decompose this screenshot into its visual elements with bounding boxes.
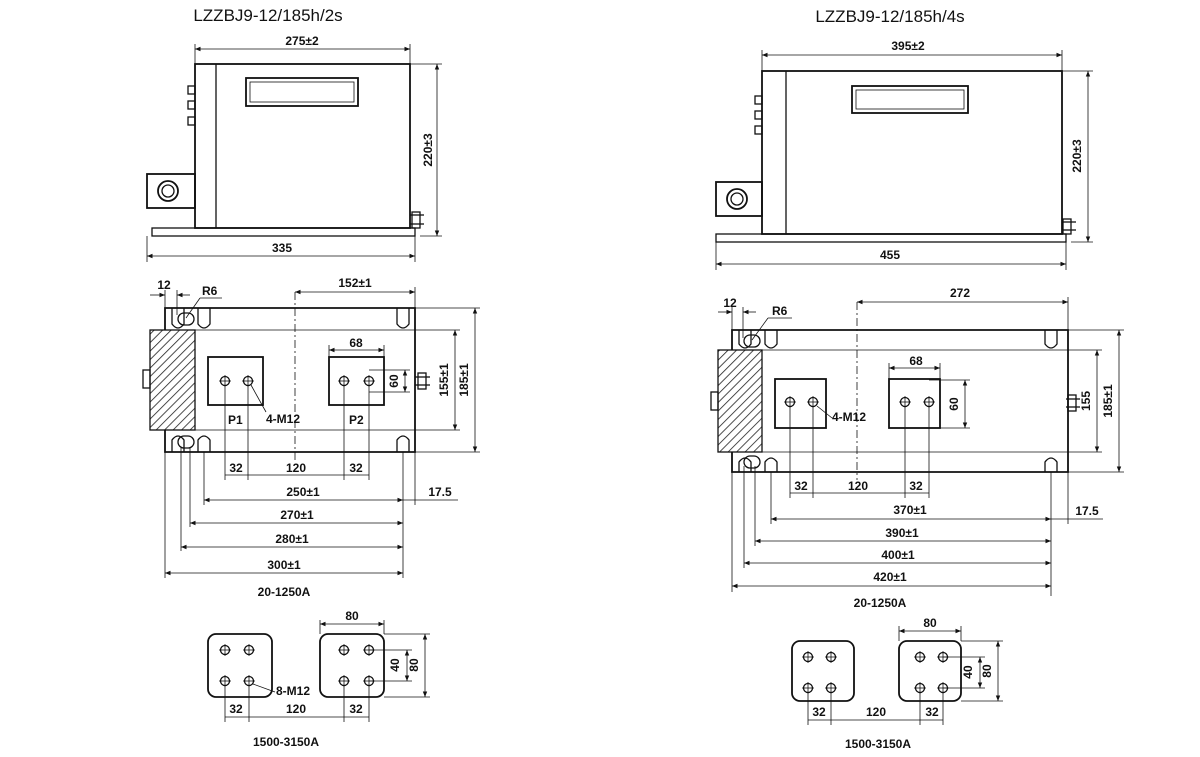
right-title: LZZBJ9-12/185h/4s bbox=[815, 7, 964, 26]
right-dim-edge-left: 32 bbox=[794, 479, 808, 493]
right-terminal-dim-pitch: 120 bbox=[866, 705, 886, 719]
left-front-base bbox=[151, 227, 416, 237]
left-dim-row-4: 300±1 bbox=[267, 558, 301, 572]
right-plan-caption: 20-1250A bbox=[854, 596, 907, 610]
left-terminal-p2 bbox=[328, 356, 385, 406]
left-terminal-p1 bbox=[207, 356, 264, 406]
left-terminal-plate-b bbox=[319, 633, 385, 698]
left-drawing: LZZBJ9-12/185h/2s 275±2 220±3 bbox=[142, 6, 480, 749]
left-label-bolts: 4-M12 bbox=[266, 412, 300, 426]
left-terminal-dim-width: 80 bbox=[345, 609, 359, 623]
right-dim-row-4: 420±1 bbox=[873, 570, 907, 584]
left-dim-radius: R6 bbox=[202, 284, 218, 298]
left-label-p2: P2 bbox=[349, 413, 364, 427]
left-plan-hatched-section bbox=[149, 329, 196, 431]
left-dim-inner-height: 155±1 bbox=[437, 363, 451, 397]
right-terminal-a bbox=[774, 378, 827, 429]
left-terminal-dim-outer: 80 bbox=[407, 658, 421, 672]
left-terminal-label-bolts: 8-M12 bbox=[276, 684, 310, 698]
left-terminal-dim-edge-right: 32 bbox=[349, 702, 363, 716]
right-dim-inner-height: 155 bbox=[1079, 391, 1093, 411]
left-dim-terminal-width: 68 bbox=[349, 336, 363, 350]
right-dim-side-gap: 17.5 bbox=[1075, 504, 1099, 518]
left-dim-row-1: 250±1 bbox=[286, 485, 320, 499]
left-front-body bbox=[194, 63, 411, 229]
left-dim-pitch: 120 bbox=[286, 461, 306, 475]
left-dim-edge-right: 32 bbox=[349, 461, 363, 475]
left-dim-base: 335 bbox=[272, 241, 292, 255]
right-front-terminal-box bbox=[715, 181, 763, 217]
left-label-p1: P1 bbox=[228, 413, 243, 427]
left-front-terminal-box bbox=[146, 173, 196, 209]
left-terminal-dim-inner: 40 bbox=[388, 658, 402, 672]
right-terminal-dim-edge-left: 32 bbox=[812, 705, 826, 719]
right-dim-width: 395±2 bbox=[891, 39, 925, 53]
right-terminal-dim-outer: 80 bbox=[980, 664, 994, 678]
left-front-view: 275±2 220±3 335 bbox=[146, 34, 442, 262]
left-dim-side-gap: 17.5 bbox=[428, 485, 452, 499]
left-dim-terminal-height: 60 bbox=[387, 374, 401, 388]
left-dim-hole-offset: 12 bbox=[157, 278, 171, 292]
right-dim-radius: R6 bbox=[772, 304, 788, 318]
right-terminal-dim-inner: 40 bbox=[961, 665, 975, 679]
right-front-nameplate bbox=[851, 85, 969, 114]
right-drawing: LZZBJ9-12/185h/4s 395±2 220±3 bbox=[710, 7, 1124, 751]
right-dim-hole-offset: 12 bbox=[723, 296, 737, 310]
left-plan-view: P1 P2 4-M12 12 R6 152±1 68 60 bbox=[142, 276, 480, 599]
right-dim-row-3: 400±1 bbox=[881, 548, 915, 562]
left-terminal-plate-a bbox=[207, 633, 273, 698]
right-terminal-view: 80 40 80 32 120 32 1500-3150A bbox=[791, 616, 1003, 751]
right-plan-hatched-section bbox=[717, 349, 763, 453]
right-dim-outer-height: 185±1 bbox=[1101, 384, 1115, 418]
left-dim-edge-left: 32 bbox=[229, 461, 243, 475]
right-dim-terminal-width: 68 bbox=[909, 354, 923, 368]
right-dim-row-2: 390±1 bbox=[885, 526, 919, 540]
left-dim-width: 275±2 bbox=[285, 34, 319, 48]
right-terminal-caption: 1500-3150A bbox=[845, 737, 911, 751]
left-dim-height: 220±3 bbox=[421, 133, 435, 167]
right-label-bolts: 4-M12 bbox=[832, 410, 866, 424]
right-front-body bbox=[761, 70, 1063, 235]
left-terminal-dim-pitch: 120 bbox=[286, 702, 306, 716]
right-terminal-dim-edge-right: 32 bbox=[925, 705, 939, 719]
right-front-base bbox=[715, 233, 1067, 243]
left-terminal-dim-edge-left: 32 bbox=[229, 702, 243, 716]
right-terminal-dim-width: 80 bbox=[923, 616, 937, 630]
left-front-nameplate bbox=[245, 77, 359, 107]
right-dim-edge-right: 32 bbox=[909, 479, 923, 493]
left-plan-caption: 20-1250A bbox=[258, 585, 311, 599]
right-dim-terminal-height: 60 bbox=[947, 397, 961, 411]
left-terminal-caption: 1500-3150A bbox=[253, 735, 319, 749]
right-terminal-b bbox=[888, 378, 941, 429]
right-dim-base: 455 bbox=[880, 248, 900, 262]
right-dim-pitch: 120 bbox=[848, 479, 868, 493]
right-dim-half-length: 272 bbox=[950, 286, 970, 300]
left-dim-row-2: 270±1 bbox=[280, 508, 314, 522]
right-front-view: 395±2 220±3 455 bbox=[715, 39, 1093, 270]
left-dim-half-length: 152±1 bbox=[338, 276, 372, 290]
right-dim-row-1: 370±1 bbox=[893, 503, 927, 517]
right-terminal-plate-a bbox=[791, 640, 855, 702]
left-terminal-view: 8-M12 80 40 80 32 120 32 1500-3150A bbox=[207, 609, 430, 749]
left-dim-row-3: 280±1 bbox=[275, 532, 309, 546]
left-dim-outer-height: 185±1 bbox=[457, 363, 471, 397]
right-plan-view: 4-M12 12 R6 272 68 60 155 bbox=[710, 286, 1124, 610]
right-dim-height: 220±3 bbox=[1070, 139, 1084, 173]
left-title: LZZBJ9-12/185h/2s bbox=[193, 6, 342, 25]
right-terminal-plate-b bbox=[898, 640, 962, 702]
